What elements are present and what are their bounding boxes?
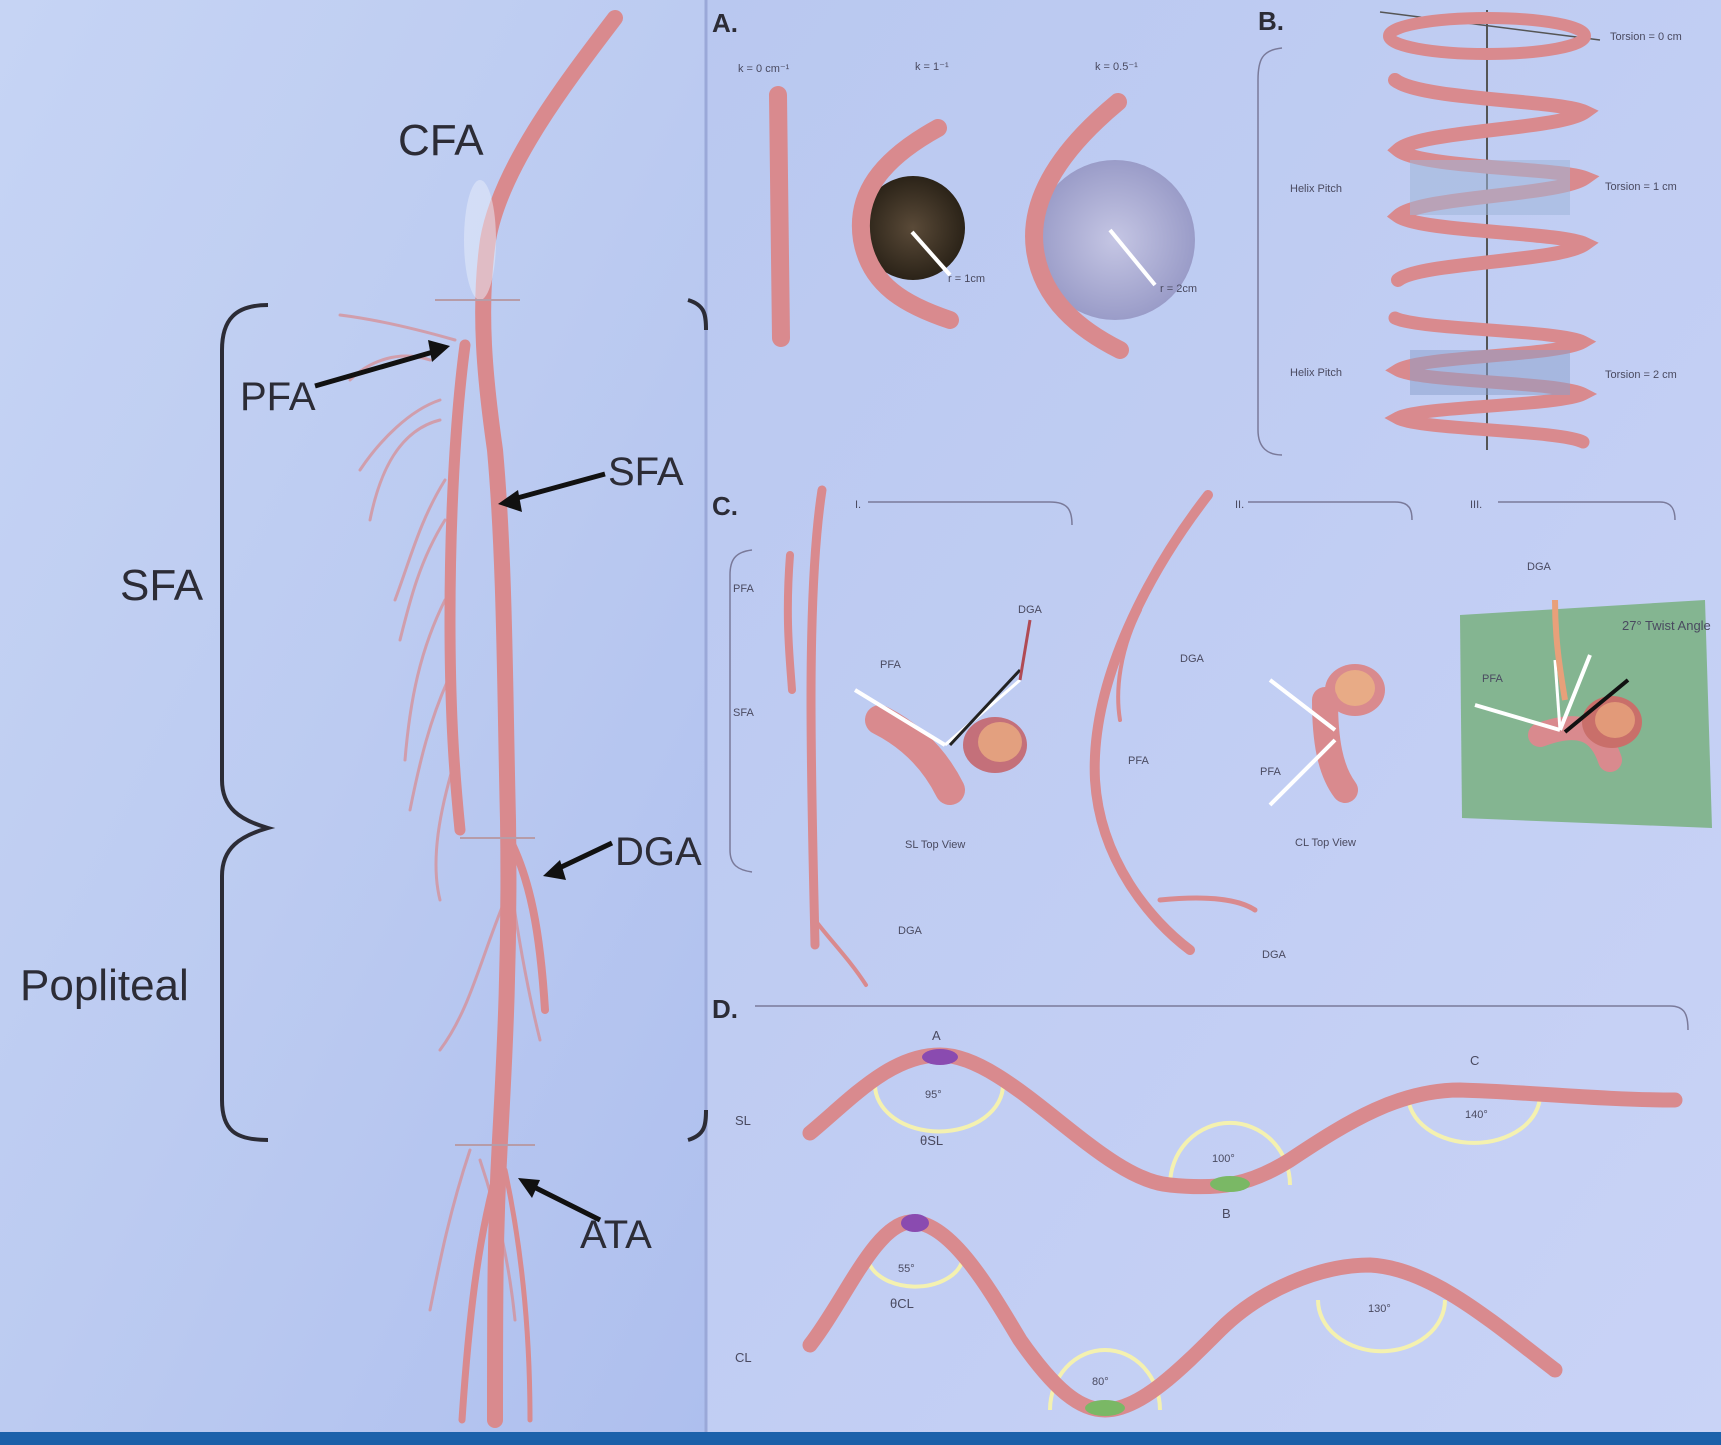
sfa-arrow-label: SFA: [608, 450, 684, 494]
angle-6-label: 130°: [1368, 1303, 1391, 1315]
dga-label: DGA: [615, 830, 702, 874]
cfa-label: CFA: [398, 116, 484, 165]
sl-marker-a: [922, 1049, 958, 1065]
k0-label: k = 0 cm⁻¹: [738, 63, 790, 75]
sl-top-view-label: SL Top View: [905, 839, 965, 851]
torsion-0-label: Torsion = 0 cm: [1610, 31, 1682, 43]
pitch-2-label: Helix Pitch: [1290, 367, 1342, 379]
k2-label: k = 0.5⁻¹: [1095, 61, 1138, 73]
point-a-label: A: [932, 1028, 941, 1043]
twist-angle-label: 27° Twist Angle: [1622, 618, 1711, 633]
angle-1-label: 95°: [925, 1089, 942, 1101]
angle-3-label: 140°: [1465, 1109, 1488, 1121]
cl-label: CL: [735, 1350, 752, 1365]
r1-label: r = 1cm: [948, 273, 985, 285]
panel-d-label: D.: [712, 994, 738, 1024]
cl-marker-a: [901, 1214, 929, 1232]
sl-marker-b: [1210, 1176, 1250, 1192]
c-dga-label-2: DGA: [1018, 604, 1043, 616]
c-dga-label-5: DGA: [1527, 561, 1552, 573]
angle-4-label: 55°: [898, 1263, 915, 1275]
panel-a-label: A.: [712, 8, 738, 38]
point-b-label: B: [1222, 1206, 1231, 1221]
c-dga-label-1: DGA: [898, 925, 923, 937]
straight-vessel: [778, 95, 781, 338]
cl-top-view-label: CL Top View: [1295, 837, 1356, 849]
c-dga-label-4: DGA: [1180, 653, 1205, 665]
k1-label: k = 1⁻¹: [915, 61, 949, 73]
cl-marker-b: [1085, 1400, 1125, 1416]
c-pfa-label-1: PFA: [733, 583, 754, 595]
sfa-brace-label: SFA: [120, 561, 204, 610]
c-dga-label-3: DGA: [1262, 949, 1287, 961]
popliteal-label: Popliteal: [20, 961, 189, 1010]
sl-label: SL: [735, 1113, 751, 1128]
sub-i: I.: [855, 499, 861, 511]
ata-label: ATA: [580, 1213, 652, 1257]
panel-b-label: B.: [1258, 6, 1284, 36]
r2-label: r = 2cm: [1160, 283, 1197, 295]
sub-ii: II.: [1235, 499, 1244, 511]
torsion-1-label: Torsion = 1 cm: [1605, 181, 1677, 193]
angle-5-label: 80°: [1092, 1376, 1109, 1388]
c-sfa-label: SFA: [733, 707, 754, 719]
pfa-label: PFA: [240, 375, 316, 419]
c-pfa-label-4: PFA: [1260, 766, 1281, 778]
c-pfa-label-3: PFA: [1128, 755, 1149, 767]
theta-cl-label: θCL: [890, 1296, 914, 1311]
torsion-2-label: Torsion = 2 cm: [1605, 369, 1677, 381]
point-c-label: C: [1470, 1053, 1479, 1068]
angle-2-label: 100°: [1212, 1153, 1235, 1165]
sub-iii: III.: [1470, 499, 1482, 511]
pitch-1-label: Helix Pitch: [1290, 183, 1342, 195]
c-pfa-label-2: PFA: [880, 659, 901, 671]
theta-sl-label: θSL: [920, 1133, 943, 1148]
c-pfa-label-5: PFA: [1482, 673, 1503, 685]
panel-c-label: C.: [712, 491, 738, 521]
